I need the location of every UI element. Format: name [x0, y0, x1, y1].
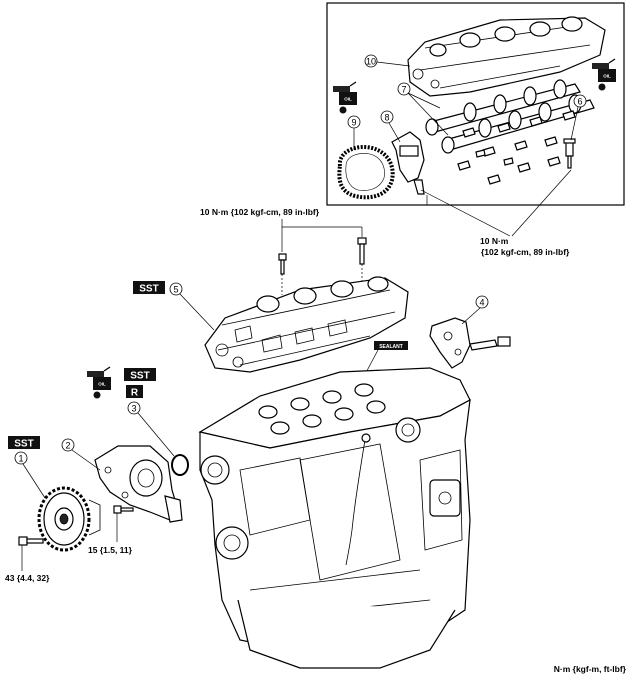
- top-bolt-torque-label: 10 N·m {102 kgf-cm, 89 in-lbf}: [200, 207, 320, 217]
- oil-badge-3-text: OIL: [98, 382, 106, 387]
- camshafts-drawing: [425, 79, 595, 154]
- callout-8-number: 8: [384, 113, 389, 123]
- front-cover-drawing: [94, 445, 183, 523]
- cam-housing-drawing: [204, 276, 409, 373]
- callout-9: 9: [347, 115, 361, 150]
- sst-badge-1: SST: [8, 436, 40, 450]
- callout-7-number: 7: [401, 85, 406, 95]
- sealant-badge-text: SEALANT: [379, 344, 403, 350]
- oil-badge-inset-right: OIL: [592, 58, 616, 91]
- sst-badge-3: SST: [124, 368, 156, 382]
- callout-3: 3: [127, 401, 175, 457]
- callout-10-number: 10: [366, 57, 376, 67]
- r-badge-3: R: [126, 385, 143, 399]
- callout-10: 10: [364, 54, 411, 68]
- camshaft-detail-inset: 10 7 8 9 6 OIL: [326, 2, 625, 206]
- inset-torque-label-line1: 10 N·m: [480, 236, 509, 246]
- camshaft-cap-housing-drawing: [407, 16, 606, 97]
- oil-badge-inset-left-text: OIL: [344, 97, 352, 102]
- top-bolt-left-drawing: [278, 253, 287, 275]
- callout-1: 1: [14, 451, 46, 499]
- top-bolt-right-drawing: [357, 237, 367, 265]
- inset-torque-label-line2: {102 kgf-cm, 89 in-lbf}: [481, 247, 570, 257]
- callout-5-number: 5: [173, 285, 178, 295]
- sst-badge-3-text: SST: [130, 371, 149, 382]
- oil-badge-3: OIL: [87, 366, 111, 399]
- callout-2: 2: [61, 438, 101, 471]
- callout-2-number: 2: [65, 441, 70, 451]
- cover-bolt-torque-label: 15 {1.5, 11}: [88, 545, 133, 555]
- cover-bolt-drawing: [113, 505, 134, 514]
- cap-bolt-drawing: [563, 138, 576, 169]
- callout-9-number: 9: [351, 118, 356, 128]
- tappets-drawing: [457, 110, 576, 185]
- sst-badge-5-text: SST: [139, 284, 158, 295]
- tensioner-bracket-drawing: [391, 131, 425, 195]
- engine-block-drawing: [198, 367, 471, 669]
- callout-3-number: 3: [131, 404, 136, 414]
- callout-1-number: 1: [18, 454, 23, 464]
- oil-badge-inset-right-text: OIL: [603, 74, 611, 79]
- sst-badge-1-text: SST: [14, 439, 33, 450]
- r-badge-3-text: R: [131, 388, 139, 399]
- oil-badge-inset-left: OIL: [333, 81, 357, 114]
- callout-5: 5: [169, 282, 215, 331]
- callout-7: 7: [397, 82, 449, 136]
- engine-bracket-drawing: [429, 317, 511, 369]
- callout-4: 4: [461, 295, 489, 325]
- callout-8: 8: [380, 110, 401, 143]
- sprocket-bolt-drawing: [18, 536, 44, 546]
- sst-badge-5: SST: [133, 281, 165, 295]
- callout-6: 6: [570, 94, 587, 141]
- oil-seal-drawing: [171, 454, 189, 476]
- timing-chain-drawing: [337, 145, 395, 200]
- callout-4-number: 4: [479, 298, 484, 308]
- sprocket-bolt-torque-label: 43 {4.4, 32}: [5, 573, 50, 583]
- callout-6-number: 6: [577, 97, 582, 107]
- cam-sprocket-drawing: [37, 486, 101, 552]
- units-note: N·m {kgf-m, ft-lbf}: [554, 664, 627, 674]
